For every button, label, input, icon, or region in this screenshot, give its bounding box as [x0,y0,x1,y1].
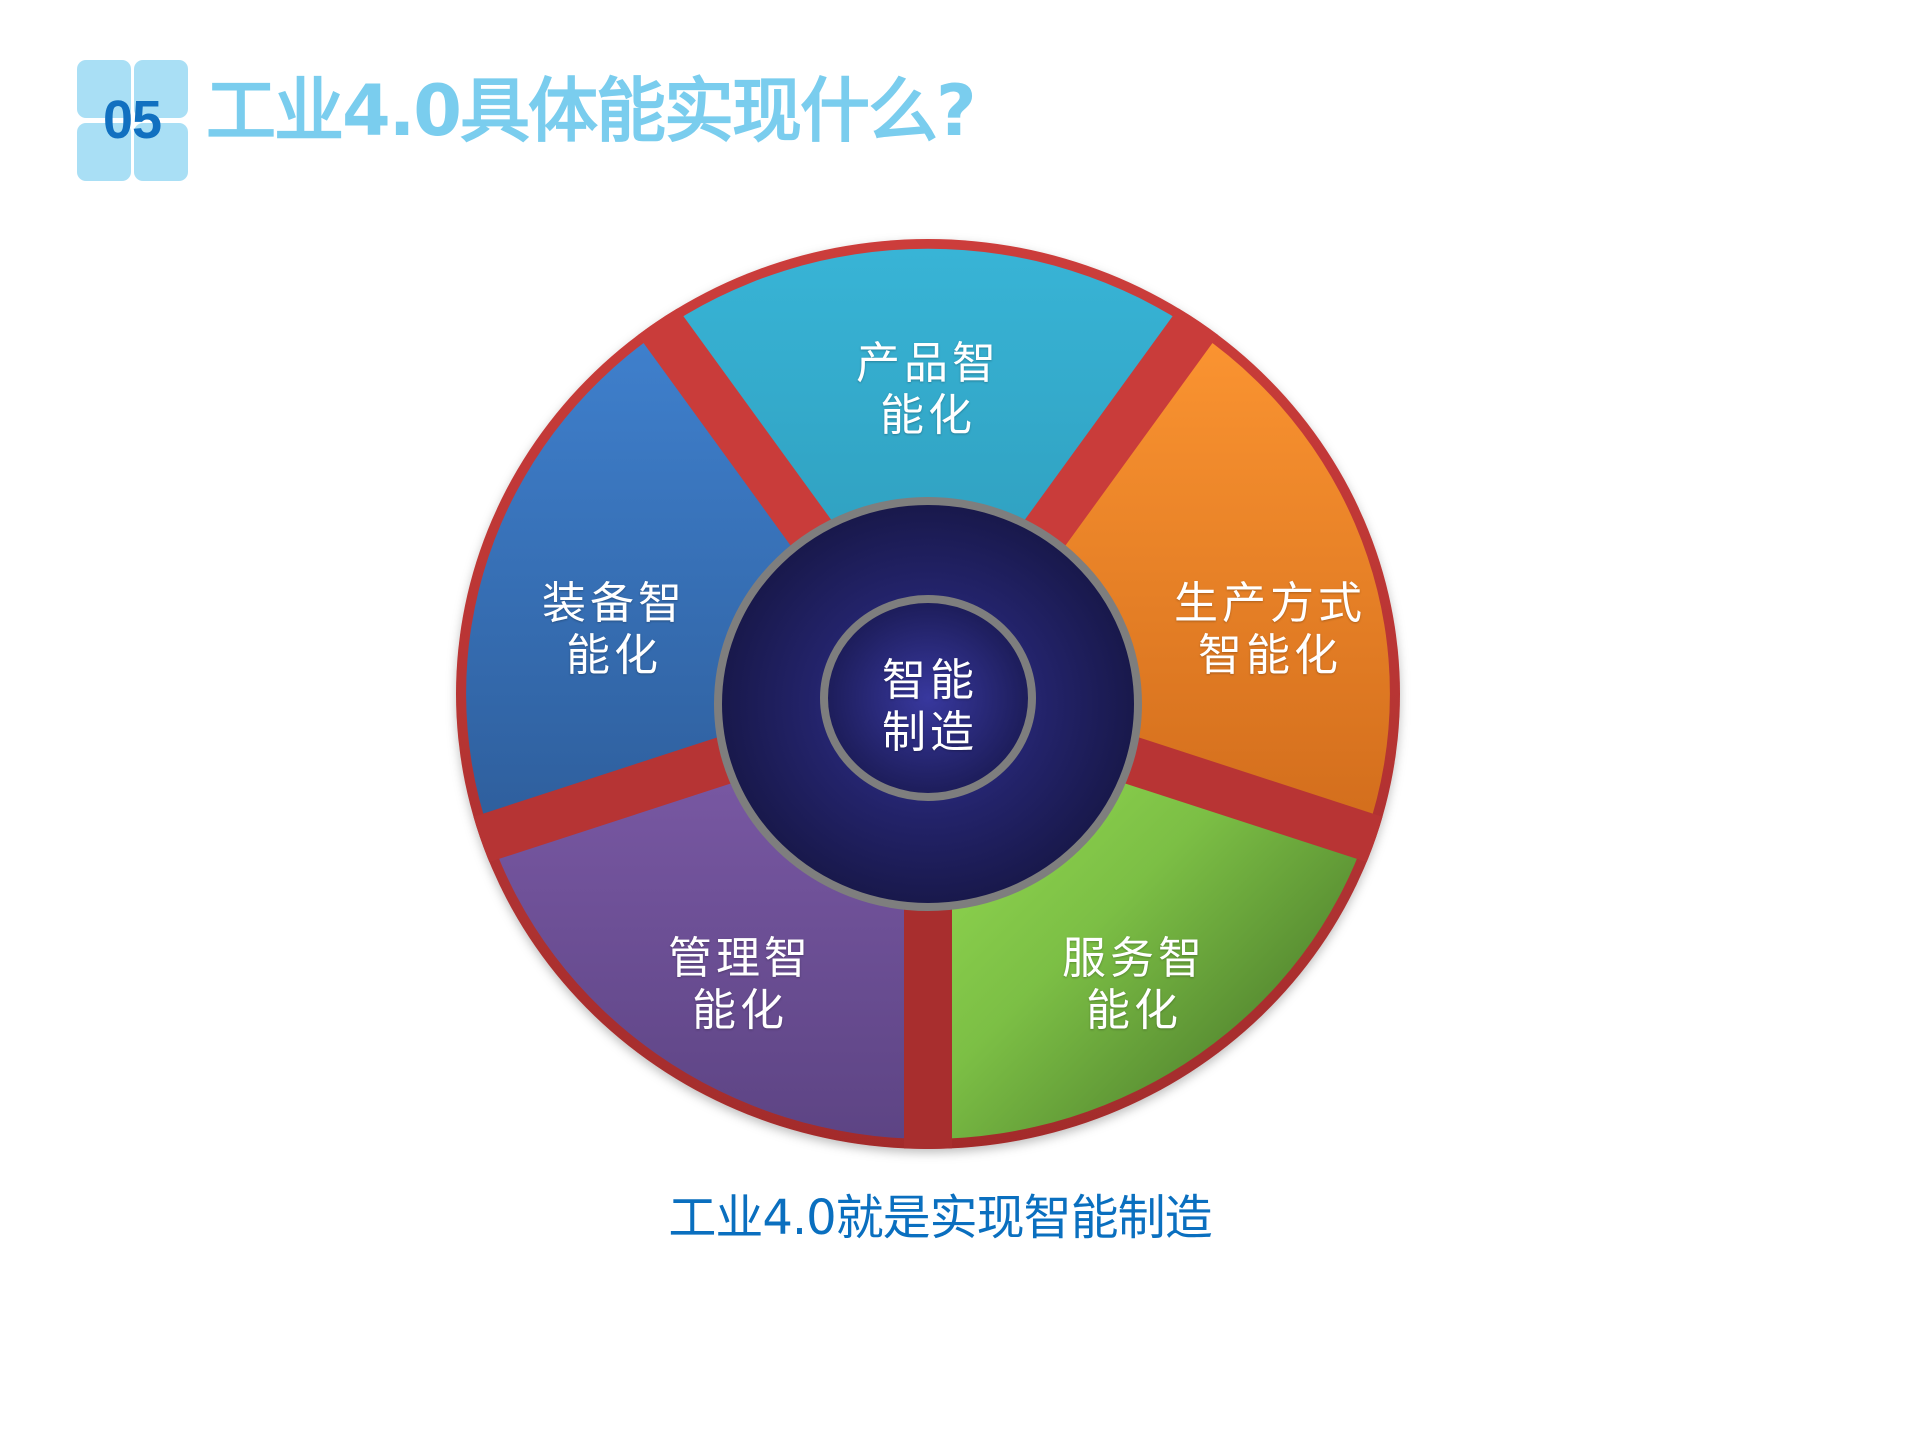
center-core-ring [820,595,1036,801]
label-line: 生产方式 [1174,578,1366,629]
label-line: 装备智 [542,578,686,629]
label-equipment-intelligence: 装备智 能化 [542,578,686,682]
diagram-caption: 工业4.0就是实现智能制造 [668,1190,1212,1246]
page-title: 工业4.0具体能实现什么? [206,70,977,152]
label-line: 产品智 [856,338,1000,389]
label-service-intelligence: 服务智 能化 [1062,933,1206,1037]
label-line: 能化 [692,985,788,1036]
label-line: 能化 [1086,985,1182,1036]
badge-tile [134,60,188,118]
label-product-intelligence: 产品智 能化 [856,338,1000,442]
label-line: 服务智 [1062,933,1206,984]
section-number: 05 [102,90,162,150]
label-smart-manufacturing: 智能 制造 [882,655,978,759]
badge-tile [77,123,131,181]
badge-tile [134,123,188,181]
section-number-badge: 05 [77,60,188,182]
label-production-intelligence: 生产方式 智能化 [1174,578,1366,682]
label-management-intelligence: 管理智 能化 [668,933,812,1037]
label-line: 能化 [566,630,662,681]
label-line: 智能 [882,655,978,706]
label-line: 制造 [882,707,978,758]
label-line: 能化 [880,390,976,441]
label-line: 管理智 [668,933,812,984]
badge-tile [77,60,131,118]
label-line: 智能化 [1198,630,1342,681]
segment-product [656,248,1200,694]
